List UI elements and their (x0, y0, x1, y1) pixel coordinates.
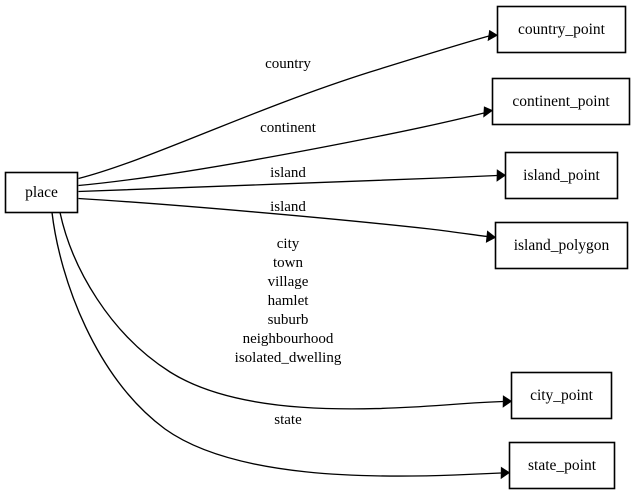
node-continent-point[interactable]: continent_point (491, 77, 631, 126)
edge-label-city-line-7: isolated_dwelling (235, 350, 342, 366)
edge-label-city-line-6: neighbourhood (243, 331, 334, 347)
node-place-box (4, 171, 79, 214)
edge-path-city (59, 212, 504, 410)
edge-label-city-line-3: village (268, 274, 309, 290)
edge-label-state: state (274, 412, 302, 428)
edge-label-continent: continent (260, 120, 317, 136)
edge-path-continent (78, 112, 485, 187)
edge-label-country: country (265, 56, 311, 72)
node-island-polygon[interactable]: island_polygon (494, 221, 629, 270)
edge-path-island-point (78, 174, 498, 193)
node-city-point[interactable]: city_point (510, 371, 613, 420)
node-city-point-box (510, 371, 613, 420)
nodes-layer: place country_point continent_point isla… (4, 5, 631, 490)
node-state-point-box (508, 441, 616, 490)
edge-path-state (51, 212, 502, 477)
arrow-head-state (500, 466, 511, 480)
edge-path-country (78, 35, 490, 180)
node-place-label: place (25, 184, 58, 201)
node-island-point-label: island_point (523, 167, 600, 184)
edge-label-city-line-2: town (273, 255, 304, 271)
arrow-head-country (487, 29, 499, 42)
edge-label-city-group: city town village hamlet suburb neighbou… (235, 236, 342, 366)
edge-place-to-country-point[interactable] (78, 29, 499, 180)
node-island-point[interactable]: island_point (504, 151, 619, 200)
node-continent-point-box (491, 77, 631, 126)
edge-path-island-polygon (78, 197, 488, 238)
node-place[interactable]: place (4, 171, 79, 214)
edge-label-city-line-1: city (277, 236, 300, 252)
node-state-point[interactable]: state_point (508, 441, 616, 490)
node-island-polygon-label: island_polygon (514, 237, 610, 254)
node-continent-point-label: continent_point (512, 93, 610, 110)
arrow-head-island-polygon (485, 230, 497, 243)
edge-place-to-state-point[interactable] (51, 212, 511, 480)
edge-label-island-point: island (270, 165, 306, 181)
node-island-point-box (504, 151, 619, 200)
edge-place-to-island-polygon[interactable] (78, 197, 497, 243)
node-country-point-label: country_point (518, 21, 606, 38)
node-country-point-box (496, 5, 627, 54)
edge-label-island-polygon: island (270, 199, 306, 215)
edge-place-to-island-point[interactable] (78, 169, 507, 193)
node-country-point[interactable]: country_point (496, 5, 627, 54)
edge-labels-layer: country continent island island city tow… (235, 56, 342, 428)
edge-label-city-line-5: suburb (268, 312, 309, 328)
edge-place-to-city-point[interactable] (59, 212, 513, 410)
edge-place-to-continent-point[interactable] (78, 106, 494, 187)
node-island-polygon-box (494, 221, 629, 270)
arrow-head-island-point (496, 169, 507, 182)
node-state-point-label: state_point (528, 457, 597, 474)
node-city-point-label: city_point (530, 387, 594, 404)
edges-layer (51, 29, 513, 480)
arrow-head-city (502, 395, 513, 408)
edge-label-city-line-4: hamlet (268, 293, 310, 309)
arrow-head-continent (483, 106, 494, 118)
